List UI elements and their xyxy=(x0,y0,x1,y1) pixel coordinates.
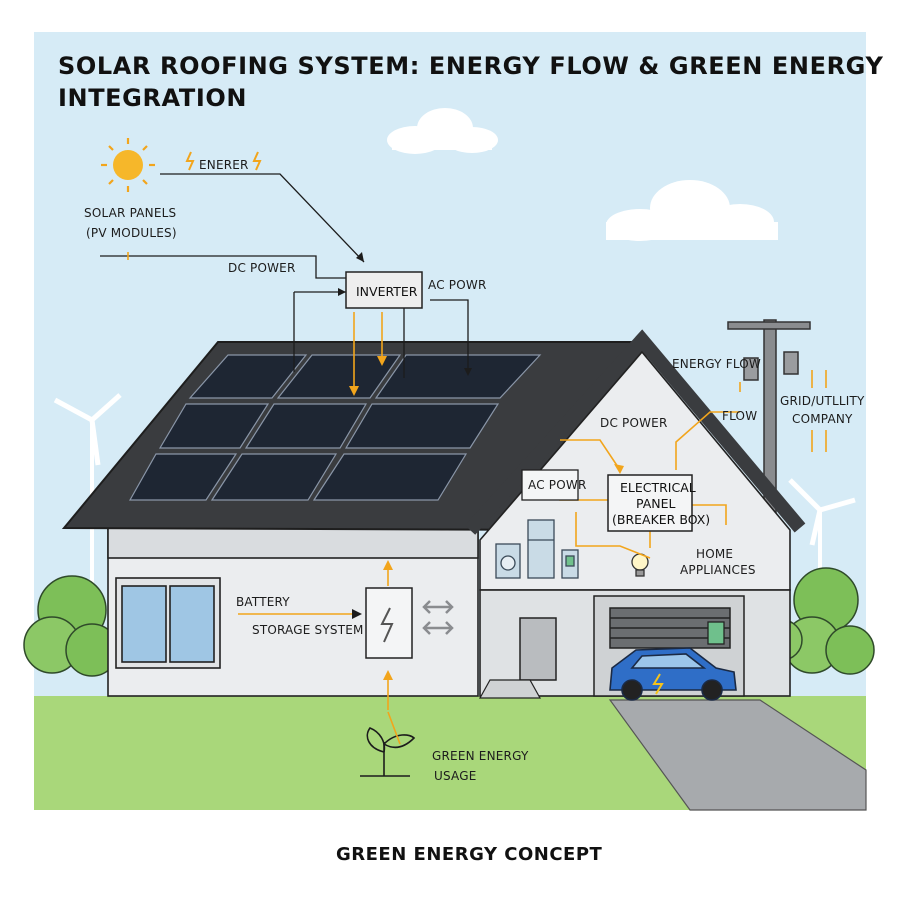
energy-label: ENERER xyxy=(199,158,249,172)
appliances xyxy=(495,519,579,579)
car-icon xyxy=(609,647,737,701)
flow-lines-black xyxy=(100,173,472,378)
green-energy-label: GREEN ENERGY xyxy=(432,749,529,763)
ac-power-label-interior: AC POWR xyxy=(528,478,586,492)
electrical-panel-label-3: (BREAKER BOX) xyxy=(612,512,710,527)
tree-right xyxy=(761,567,875,675)
caption: GREEN ENERGY CONCEPT xyxy=(336,844,603,865)
home-appliances-label: HOME xyxy=(696,547,733,561)
dc-power-label: DC POWER xyxy=(228,261,296,275)
page-title: SOLAR ROOFING SYSTEM: ENERGY FLOW & GREE… xyxy=(58,52,883,80)
grid-sublabel: COMPANY xyxy=(792,412,853,426)
ac-power-label: AC POWR xyxy=(428,278,486,292)
lightning-icon xyxy=(185,151,262,171)
electrical-panel-label: ELECTRICAL xyxy=(620,480,696,495)
sprout-icon xyxy=(360,727,416,777)
ev-charger-icon xyxy=(707,621,725,645)
sun-icon xyxy=(101,138,155,192)
energy-flow-label: ENERGY FLOW xyxy=(672,357,761,371)
flow-label: FLOW xyxy=(722,409,757,423)
battery-icon xyxy=(365,587,413,659)
ac-power-box xyxy=(521,469,579,501)
house-gable xyxy=(479,350,791,591)
battery-label: BATTERY xyxy=(236,595,290,609)
electrical-panel-label-2: PANEL xyxy=(636,496,676,511)
home-appliances-sublabel: APPLIANCES xyxy=(680,563,756,577)
inverter-box xyxy=(345,271,423,309)
tree-left xyxy=(23,575,119,677)
inverter-label: INVERTER xyxy=(356,284,418,299)
solar-panels-sublabel: (PV MODULES) xyxy=(86,226,177,240)
dc-power-label-interior: DC POWER xyxy=(600,416,668,430)
battery-arrows xyxy=(422,600,454,635)
electrical-panel-box xyxy=(607,474,693,532)
page-title-line2: INTEGRATION xyxy=(58,84,247,112)
flow-lines-accent xyxy=(127,252,827,745)
solar-panel-array xyxy=(128,354,542,501)
battery-sublabel: STORAGE SYSTEM xyxy=(252,623,364,637)
green-energy-sublabel: USAGE xyxy=(434,769,477,783)
solar-panels-label: SOLAR PANELS xyxy=(84,206,176,220)
window xyxy=(115,577,221,669)
grid-label: GRID/UTLLITY xyxy=(780,394,865,408)
cloud-icon xyxy=(387,108,498,154)
front-door xyxy=(519,617,557,681)
cloud-icon xyxy=(606,180,778,241)
driveway xyxy=(608,699,867,811)
